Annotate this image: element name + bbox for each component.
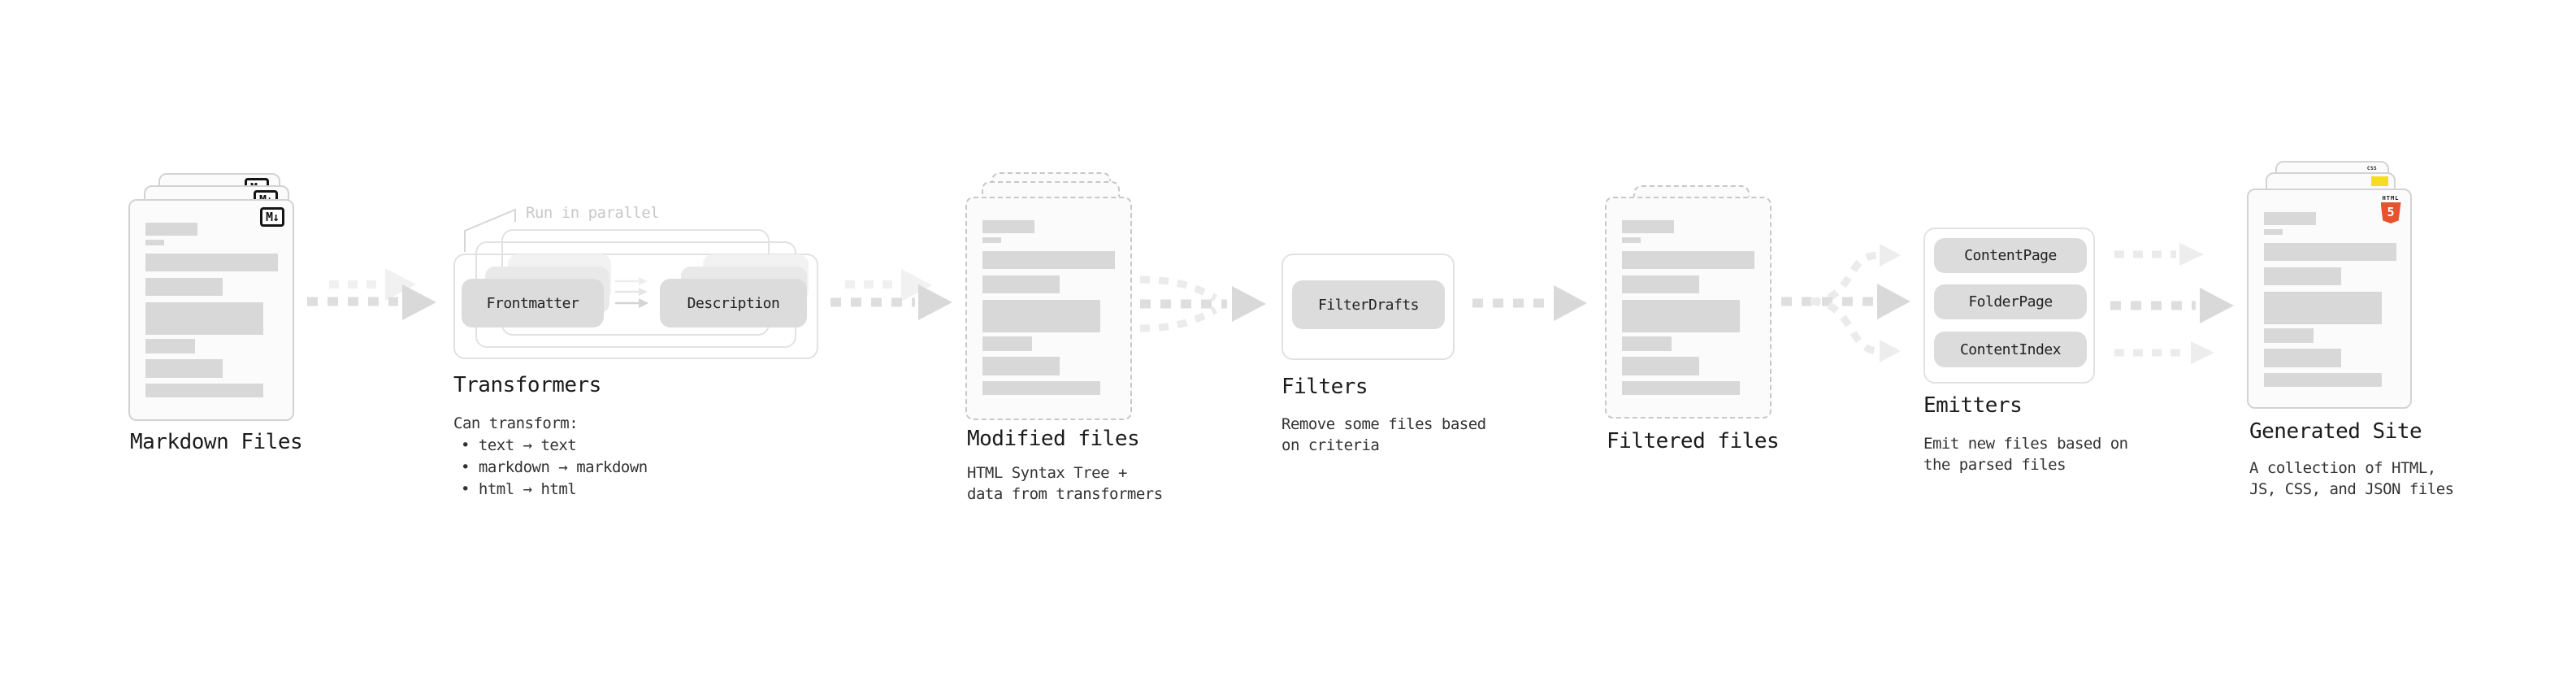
filters-frame [1281,254,1455,360]
document-text-placeholder [2249,190,2410,387]
document-text-placeholder [130,201,293,397]
emitter-contentindex: ContentIndex [1934,332,2087,367]
document-text-placeholder [1607,198,1770,395]
stage-title-transformers: Transformers [453,373,601,397]
modified-files-description: HTML Syntax Tree + data from transformer… [967,464,1163,503]
parallel-note: Run in parallel [526,204,660,222]
stage-title-filtered-files: Filtered files [1607,429,1780,453]
emitter-contentpage: ContentPage [1934,238,2087,273]
emitters-frame [1923,228,2095,384]
generated-site-description: A collection of HTML, JS, CSS, and JSON … [2249,459,2454,498]
stage-title-markdown-files: Markdown Files [130,430,303,454]
html5-icon: HTML 5 [2379,195,2402,223]
transformer-frontmatter: Frontmatter [462,279,604,327]
arrow-transformers-to-modified [830,269,952,320]
filter-filterdrafts: FilterDrafts [1292,280,1445,329]
arrow-emitters-to-generated [2110,243,2234,364]
stage-title-emitters: Emitters [1923,393,2023,418]
stage-title-filters: Filters [1281,375,1368,399]
arrow-markdown-to-transformers [307,268,436,320]
markdown-file-card-front: M↓ [128,199,294,421]
filters-description: Remove some files based on criteria [1281,415,1486,454]
emitter-folderpage: FolderPage [1934,284,2087,319]
emitters-description: Emit new files based on the parsed files [1923,435,2128,474]
document-text-placeholder [967,198,1130,395]
generated-file-card-html: HTML 5 [2247,189,2412,409]
transformers-description: Can transform: • text → text • markdown … [453,414,648,498]
transformers-frame-front [453,254,818,359]
markdown-icon: M↓ [259,207,284,227]
transformer-description: Description [660,279,807,327]
arrow-filtered-to-emitters [1781,244,1910,362]
stage-title-modified-files: Modified files [967,427,1140,451]
js-icon [2371,176,2388,186]
filtered-file-card-front [1605,197,1772,419]
arrow-filters-to-filtered [1472,285,1587,321]
stage-title-generated-site: Generated Site [2249,419,2422,444]
modified-file-card-front [965,197,1132,420]
arrow-modified-to-filters [1139,275,1266,332]
